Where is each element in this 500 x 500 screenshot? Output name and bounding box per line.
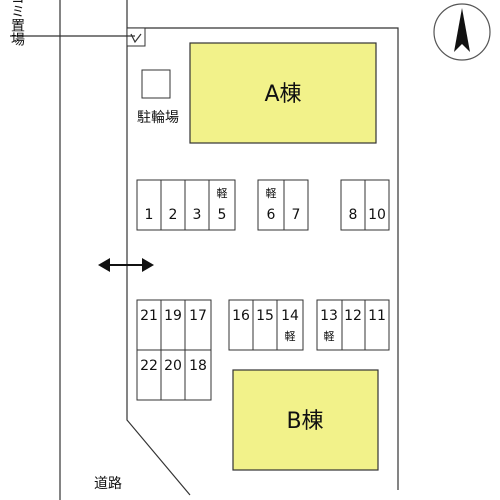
parking-row2-mid: 16 15 14 軽 (228, 299, 304, 351)
kei-label: 軽 (285, 330, 296, 343)
parking-number: 1 (145, 207, 154, 223)
garbage-area (126, 27, 146, 47)
parking-space-17 (184, 299, 212, 351)
parking-number: 20 (164, 358, 182, 374)
garbage-label: ゴミ置場 (9, 0, 25, 46)
parking-space-3 (184, 179, 210, 231)
parking-number: 15 (256, 308, 274, 324)
parking-number: 17 (189, 308, 207, 324)
parking-number: 6 (267, 207, 276, 223)
parking-space-19 (160, 299, 186, 351)
parking-space-22 (136, 349, 162, 401)
property-boundary-west (126, 0, 191, 496)
parking-space-14 (276, 299, 304, 351)
parking-number: 7 (292, 207, 301, 223)
building-a (189, 42, 377, 144)
parking-space-15 (252, 299, 278, 351)
double-arrow-icon (98, 258, 154, 272)
building-a-label: A棟 (264, 82, 301, 107)
parking-space-7 (283, 179, 309, 231)
parking-space-6 (257, 179, 285, 231)
parking-space-8 (340, 179, 366, 231)
north-arrow-icon (433, 3, 491, 61)
building-b (232, 369, 379, 471)
parking-number: 2 (169, 207, 178, 223)
parking-number: 19 (164, 308, 182, 324)
parking-row2-left: 21 19 17 22 20 18 (136, 299, 212, 401)
parking-space-16 (228, 299, 254, 351)
building-b-label: B棟 (286, 409, 323, 434)
parking-row1-left: 1 2 3 軽 5 (136, 179, 236, 231)
parking-space-5 (208, 179, 236, 231)
bicycle-parking-box (141, 69, 171, 99)
parking-number: 5 (218, 207, 227, 223)
kei-label: 軽 (217, 187, 228, 200)
road-label: 道路 (94, 476, 122, 492)
parking-space-11 (364, 299, 390, 351)
parking-row1-right: 8 10 (340, 179, 390, 231)
kei-label: 軽 (324, 330, 335, 343)
parking-number: 8 (349, 207, 358, 223)
parking-space-1 (136, 179, 162, 231)
property-boundary-east (127, 27, 399, 490)
parking-space-18 (184, 349, 212, 401)
parking-number: 11 (368, 308, 386, 324)
garbage-marker (130, 33, 142, 44)
parking-number: 21 (140, 308, 158, 324)
parking-number: 16 (232, 308, 250, 324)
parking-space-10 (364, 179, 390, 231)
parking-number: 13 (320, 308, 338, 324)
parking-number: 18 (189, 358, 207, 374)
parking-number: 22 (140, 358, 158, 374)
parking-number: 10 (368, 207, 386, 223)
kei-label: 軽 (266, 187, 277, 200)
parking-row1-mid: 軽 6 7 (257, 179, 309, 231)
parking-number: 12 (344, 308, 362, 324)
parking-number: 3 (193, 207, 202, 223)
parking-row2-right: 13 軽 12 11 (316, 299, 390, 351)
bicycle-parking-label: 駐輪場 (137, 109, 179, 126)
parking-number: 14 (281, 308, 299, 324)
